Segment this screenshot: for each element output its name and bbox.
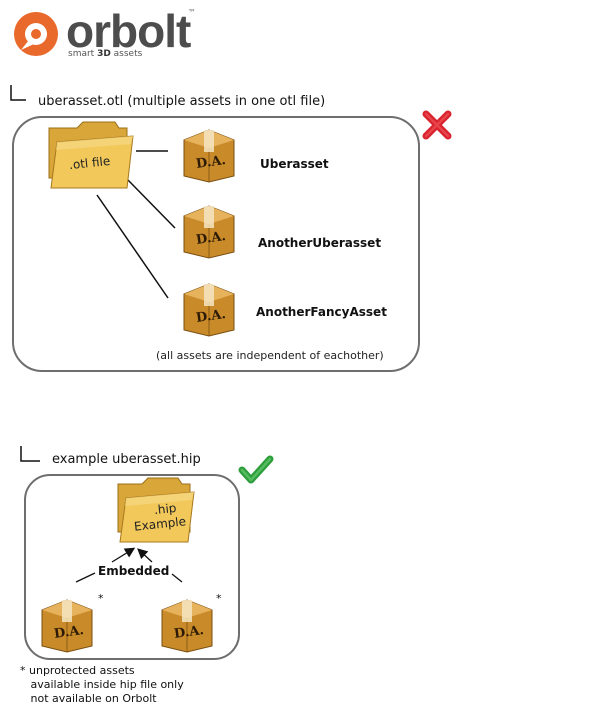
footnote-line: available inside hip file only bbox=[20, 678, 184, 691]
brand-name: orbolt bbox=[66, 5, 191, 57]
asset-box-icon bbox=[41, 599, 93, 653]
hip-asset-left-marker: * bbox=[98, 592, 104, 605]
orbolt-logo: orbolt ™ smart 3D assets bbox=[10, 6, 210, 66]
section-hip-bracket bbox=[20, 446, 40, 462]
asset-anotherfancyasset: D.A. bbox=[180, 280, 238, 338]
hip-container-box bbox=[24, 474, 240, 660]
hip-folder: .hip Example bbox=[116, 476, 196, 546]
trademark: ™ bbox=[188, 8, 196, 17]
asset-label-anotheruberasset: AnotherUberasset bbox=[258, 236, 382, 250]
footnote-line: * unprotected assets bbox=[20, 664, 135, 677]
section-otl-bracket bbox=[10, 85, 26, 101]
asset-box-icon bbox=[183, 129, 235, 183]
asset-uberasset: D.A. bbox=[180, 126, 238, 184]
asset-label-uberasset: Uberasset bbox=[260, 157, 329, 171]
green-check-icon bbox=[238, 455, 274, 484]
hip-footnote: * unprotected assets available inside hi… bbox=[20, 664, 184, 706]
hip-asset-left: D.A. bbox=[38, 596, 96, 654]
asset-label-anotherfancyasset: AnotherFancyAsset bbox=[256, 305, 387, 319]
otl-container-box bbox=[12, 116, 420, 372]
asset-box-icon bbox=[183, 283, 235, 337]
section-otl-title: uberasset.otl (multiple assets in one ot… bbox=[38, 94, 326, 109]
otl-folder: .otl file bbox=[47, 120, 135, 192]
orbolt-pin-logo-icon bbox=[14, 12, 58, 56]
embedded-label: Embedded bbox=[98, 564, 170, 578]
asset-box-icon bbox=[183, 205, 235, 259]
folder-icon bbox=[48, 121, 134, 189]
section-hip-title: example uberasset.hip bbox=[52, 452, 201, 467]
red-x-icon bbox=[422, 110, 452, 140]
footnote-line: not available on Orbolt bbox=[20, 692, 157, 705]
hip-asset-right-marker: * bbox=[216, 592, 222, 605]
hip-asset-right: D.A. bbox=[158, 596, 216, 654]
folder-icon bbox=[117, 477, 195, 543]
otl-independence-note: (all assets are independent of eachother… bbox=[156, 349, 384, 362]
tagline: smart 3D assets bbox=[68, 49, 143, 59]
asset-anotheruberasset: D.A. bbox=[180, 202, 238, 260]
asset-box-icon bbox=[161, 599, 213, 653]
